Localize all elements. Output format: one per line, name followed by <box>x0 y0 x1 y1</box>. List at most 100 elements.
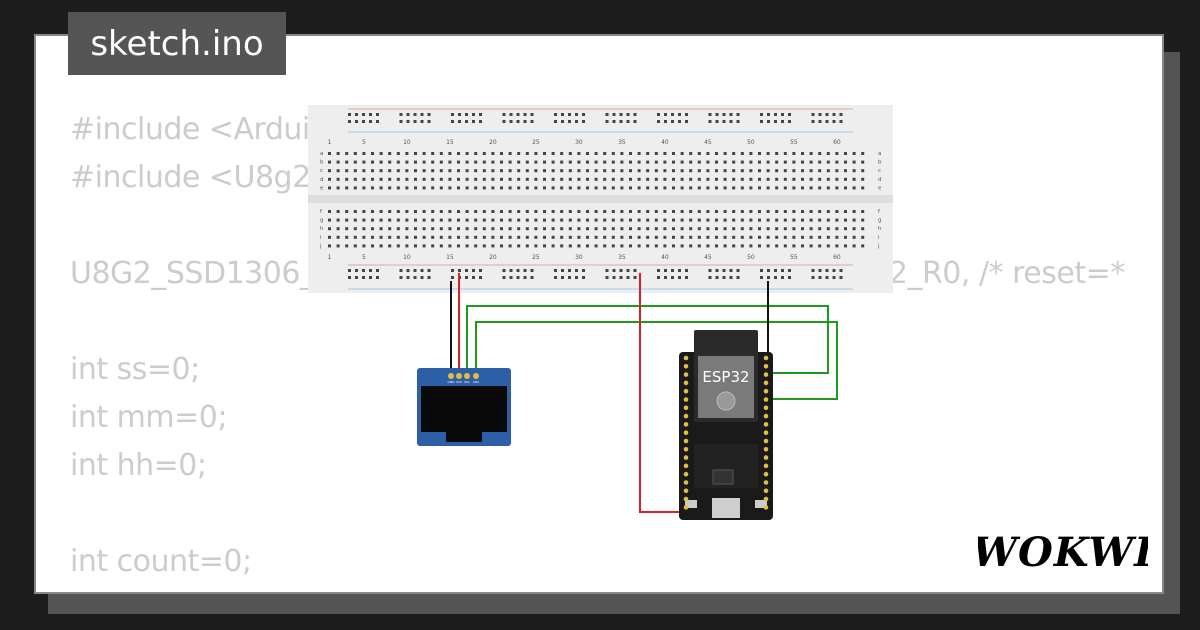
terminal-hole[interactable] <box>448 218 452 222</box>
header-pin[interactable] <box>763 447 769 452</box>
terminal-hole[interactable] <box>388 186 392 190</box>
rail-hole[interactable] <box>509 269 513 272</box>
terminal-hole[interactable] <box>500 218 503 222</box>
terminal-hole[interactable] <box>439 152 443 155</box>
terminal-hole[interactable] <box>439 177 443 181</box>
terminal-hole[interactable] <box>672 227 675 231</box>
terminal-hole[interactable] <box>405 227 409 231</box>
rail-hole[interactable] <box>509 113 513 116</box>
terminal-hole[interactable] <box>646 210 650 213</box>
terminal-hole[interactable] <box>405 177 409 181</box>
terminal-hole[interactable] <box>586 169 589 173</box>
terminal-hole[interactable] <box>801 177 804 181</box>
rail-hole[interactable] <box>736 113 740 116</box>
terminal-hole[interactable] <box>491 186 495 190</box>
terminal-hole[interactable] <box>457 160 460 164</box>
rail-hole[interactable] <box>825 120 829 123</box>
rail-hole[interactable] <box>678 269 681 272</box>
rail-hole[interactable] <box>825 276 829 279</box>
rail-hole[interactable] <box>399 276 403 279</box>
terminal-hole[interactable] <box>577 235 581 239</box>
header-pin[interactable] <box>763 471 769 477</box>
terminal-hole[interactable] <box>353 227 357 231</box>
terminal-hole[interactable] <box>414 160 417 164</box>
terminal-hole[interactable] <box>689 235 693 239</box>
terminal-hole[interactable] <box>586 177 589 181</box>
terminal-hole[interactable] <box>766 210 770 213</box>
terminal-hole[interactable] <box>611 235 615 239</box>
terminal-hole[interactable] <box>697 186 701 190</box>
terminal-hole[interactable] <box>396 218 400 222</box>
terminal-hole[interactable] <box>654 152 658 155</box>
terminal-hole[interactable] <box>680 169 684 173</box>
terminal-hole[interactable] <box>775 186 779 190</box>
terminal-hole[interactable] <box>792 152 796 155</box>
terminal-hole[interactable] <box>775 177 779 181</box>
rail-hole[interactable] <box>348 269 351 272</box>
terminal-hole[interactable] <box>758 169 761 173</box>
terminal-hole[interactable] <box>646 152 650 155</box>
terminal-hole[interactable] <box>766 177 770 181</box>
terminal-hole[interactable] <box>414 210 417 213</box>
header-pin[interactable] <box>683 364 689 369</box>
terminal-hole[interactable] <box>663 227 667 231</box>
terminal-hole[interactable] <box>654 244 658 248</box>
rail-hole[interactable] <box>451 113 454 116</box>
terminal-hole[interactable] <box>517 186 521 190</box>
terminal-hole[interactable] <box>336 186 340 190</box>
terminal-hole[interactable] <box>835 244 839 248</box>
terminal-hole[interactable] <box>775 160 779 164</box>
terminal-hole[interactable] <box>439 160 443 164</box>
terminal-hole[interactable] <box>439 218 443 222</box>
terminal-hole[interactable] <box>723 235 727 239</box>
terminal-hole[interactable] <box>525 152 529 155</box>
terminal-hole[interactable] <box>577 218 581 222</box>
terminal-hole[interactable] <box>758 177 761 181</box>
terminal-hole[interactable] <box>543 227 546 231</box>
terminal-hole[interactable] <box>543 235 546 239</box>
wire-esp-vcc-red[interactable] <box>639 273 683 513</box>
terminal-hole[interactable] <box>706 218 710 222</box>
terminal-hole[interactable] <box>328 152 331 155</box>
terminal-hole[interactable] <box>732 186 736 190</box>
rail-hole[interactable] <box>811 276 815 279</box>
rail-hole[interactable] <box>348 276 351 279</box>
terminal-hole[interactable] <box>345 177 349 181</box>
rail-hole[interactable] <box>568 113 571 116</box>
terminal-hole[interactable] <box>465 177 469 181</box>
rail-hole[interactable] <box>605 269 609 272</box>
terminal-hole[interactable] <box>543 169 546 173</box>
terminal-hole[interactable] <box>629 218 632 222</box>
header-pin[interactable] <box>763 405 769 411</box>
terminal-hole[interactable] <box>543 177 546 181</box>
terminal-hole[interactable] <box>809 235 813 239</box>
rail-hole[interactable] <box>626 276 630 279</box>
terminal-hole[interactable] <box>672 218 675 222</box>
terminal-hole[interactable] <box>396 227 400 231</box>
terminal-hole[interactable] <box>405 152 409 155</box>
rail-hole[interactable] <box>465 120 468 123</box>
terminal-hole[interactable] <box>689 160 693 164</box>
rail-hole[interactable] <box>619 276 623 279</box>
rail-hole[interactable] <box>818 113 822 116</box>
terminal-hole[interactable] <box>654 210 658 213</box>
terminal-hole[interactable] <box>353 218 357 222</box>
header-pin[interactable] <box>683 438 689 444</box>
terminal-hole[interactable] <box>697 177 701 181</box>
terminal-hole[interactable] <box>371 160 374 164</box>
terminal-hole[interactable] <box>818 218 822 222</box>
terminal-hole[interactable] <box>491 244 495 248</box>
terminal-hole[interactable] <box>732 160 736 164</box>
terminal-hole[interactable] <box>508 235 512 239</box>
terminal-hole[interactable] <box>525 227 529 231</box>
terminal-hole[interactable] <box>758 235 761 239</box>
terminal-hole[interactable] <box>740 210 744 213</box>
terminal-hole[interactable] <box>663 244 667 248</box>
terminal-hole[interactable] <box>852 210 856 213</box>
terminal-hole[interactable] <box>422 186 426 190</box>
terminal-hole[interactable] <box>620 160 624 164</box>
terminal-hole[interactable] <box>620 186 624 190</box>
rail-hole[interactable] <box>736 276 740 279</box>
terminal-hole[interactable] <box>345 227 349 231</box>
terminal-hole[interactable] <box>568 160 572 164</box>
